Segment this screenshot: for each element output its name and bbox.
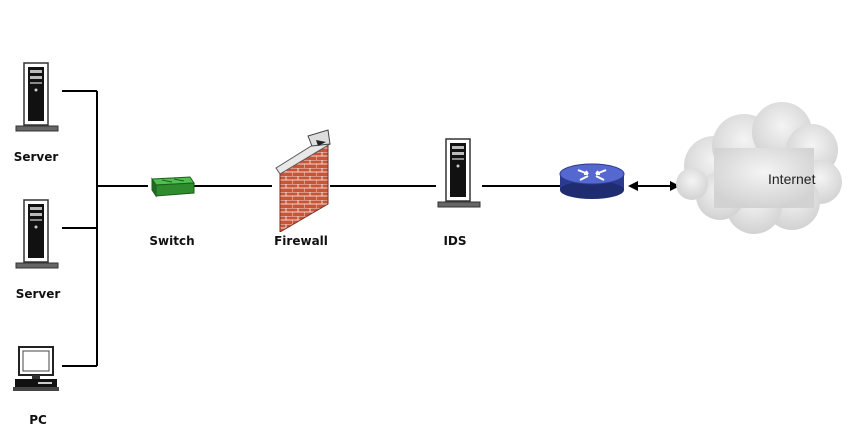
- pc-node: [12, 345, 62, 395]
- ids-label: IDS: [443, 234, 467, 248]
- server-top-label: Server: [13, 150, 59, 164]
- arrowhead-left: [628, 181, 638, 191]
- firewall-label: Firewall: [274, 234, 328, 248]
- server-top-node: [10, 60, 64, 136]
- firewall-node: [268, 128, 334, 233]
- server-tower-icon: [437, 138, 481, 208]
- switch-label: Switch: [149, 234, 195, 248]
- server-middle-label: Server: [15, 287, 61, 301]
- brick-firewall-icon: [275, 129, 331, 233]
- server-middle-node: [10, 197, 64, 273]
- router-icon: [559, 163, 625, 199]
- arrowhead-right: [670, 181, 680, 191]
- desktop-pc-icon: [13, 346, 59, 391]
- cloud-icon: [676, 102, 842, 234]
- server-tower-icon: [15, 62, 59, 132]
- internet-cloud-node: [674, 98, 842, 236]
- server-tower-icon: [15, 199, 59, 269]
- pc-label: PC: [29, 413, 47, 427]
- router-node: [556, 160, 628, 202]
- ids-node: [432, 136, 486, 212]
- switch-node: [146, 173, 196, 201]
- network-switch-icon: [151, 176, 195, 198]
- internet-label: Internet: [768, 171, 816, 187]
